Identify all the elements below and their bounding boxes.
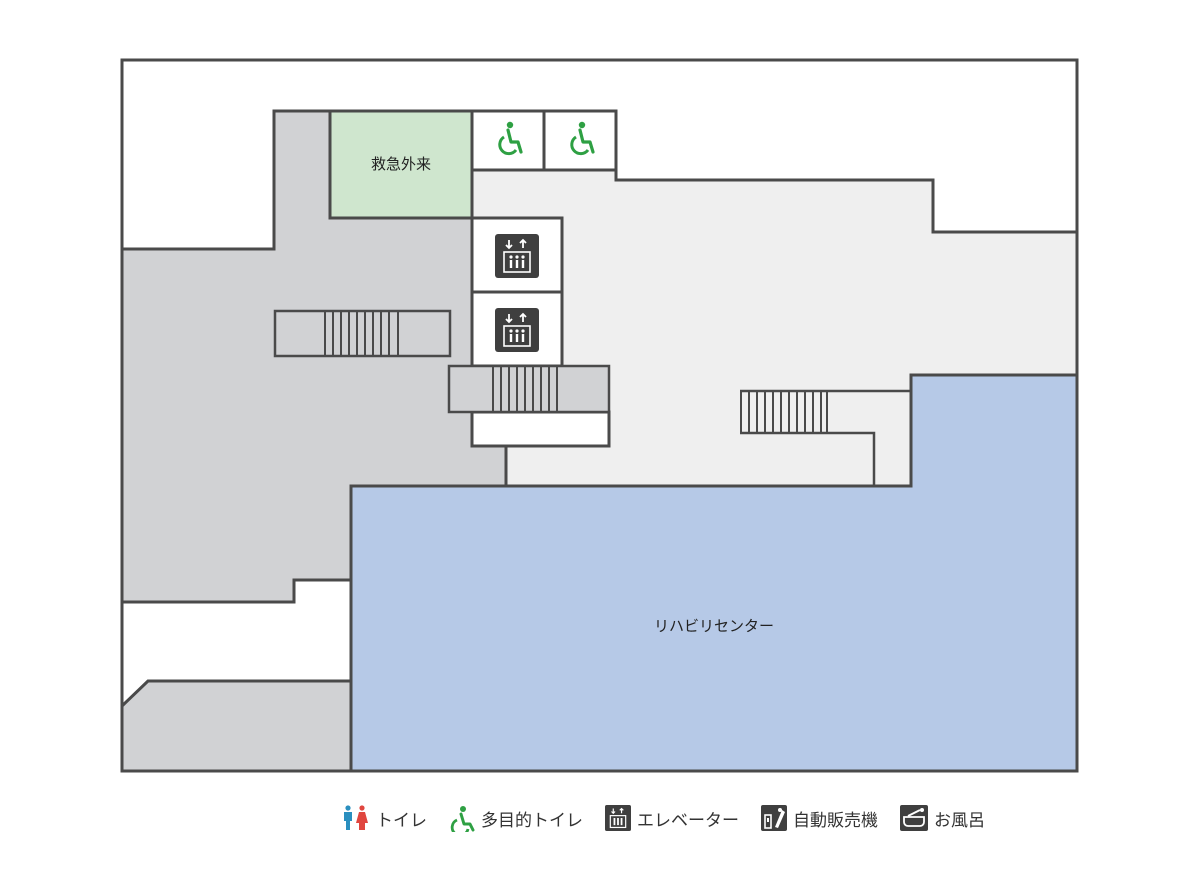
elevator-icon (605, 805, 631, 831)
legend-toilet: トイレ (340, 805, 427, 831)
legend: トイレ 多目的トイレ エレベーター 自動販売機 (340, 800, 1100, 836)
legend-elevator: エレベーター (605, 805, 739, 831)
wheelchair-icon (450, 806, 475, 832)
legend-accessible-toilet: 多目的トイレ (449, 804, 583, 832)
legend-accessible-toilet-label: 多目的トイレ (481, 810, 583, 831)
vending-machine-icon (761, 805, 787, 831)
legend-bath: お風呂 (900, 805, 985, 831)
lower-left-corridor (120, 679, 353, 773)
legend-bath-label: お風呂 (934, 810, 985, 831)
bath-icon (900, 805, 928, 831)
floor-map: 救急外来 リハ (120, 58, 1079, 773)
emergency-room-label: 救急外来 (371, 155, 431, 173)
emergency-room[interactable] (328, 109, 474, 220)
stairs-right (740, 389, 911, 486)
stairs-left (273, 309, 452, 358)
legend-elevator-label: エレベーター (637, 810, 739, 831)
accessible-toilet-2[interactable] (542, 109, 618, 172)
legend-toilet-label: トイレ (376, 810, 427, 831)
rehab-center-label: リハビリセンター (654, 617, 774, 635)
toilet-icon (344, 805, 368, 830)
elevator-icon (495, 308, 539, 352)
accessible-toilet-1[interactable] (470, 109, 546, 172)
elevator-icon (495, 234, 539, 278)
legend-vending: 自動販売機 (761, 805, 878, 831)
stairs-center (447, 364, 611, 414)
wheelchair-icon (498, 121, 523, 156)
building-border (120, 58, 1079, 773)
legend-vending-label: 自動販売機 (793, 810, 878, 831)
wheelchair-icon (570, 121, 595, 156)
